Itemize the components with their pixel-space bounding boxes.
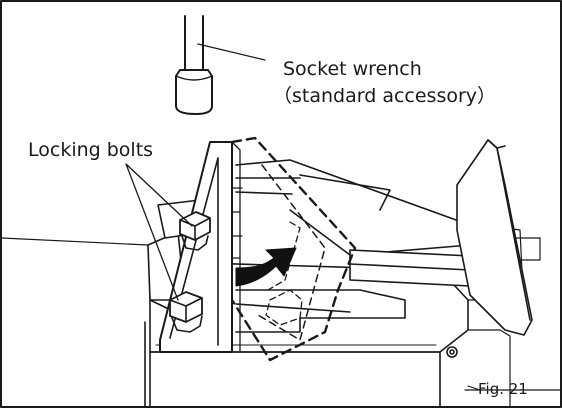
stop-plate: [456, 139, 533, 336]
figure-leader: [467, 385, 481, 391]
socket-wrench: [175, 15, 213, 115]
socket-wrench-leader: [197, 43, 266, 61]
base-screw: [446, 346, 458, 358]
rotation-arrow: [235, 247, 297, 287]
figure-number-label: Fig. 21: [478, 380, 528, 398]
locking-bolts-leader: [125, 163, 193, 301]
carriage-rails: [235, 159, 541, 333]
socket-wrench-label: Socket wrench: [283, 58, 422, 80]
locking-bolt-upper: [179, 211, 211, 251]
background-shaft-line: [1, 237, 169, 247]
locking-bolts-label: Locking bolts: [28, 139, 154, 161]
standard-accessory-label: （standard accessory）: [273, 85, 497, 107]
guide-phantom-position: [230, 136, 357, 362]
